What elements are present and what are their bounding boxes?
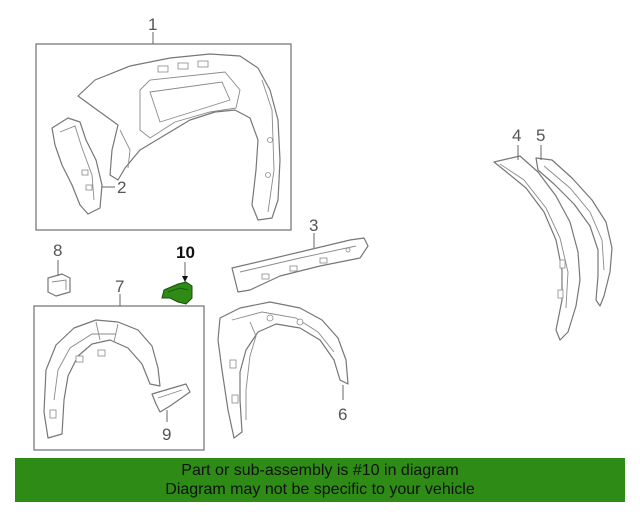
callout-8[interactable]: 8: [53, 241, 62, 260]
banner-line-2: Diagram may not be specific to your vehi…: [165, 481, 475, 498]
part-5-outer-pillar[interactable]: [535, 157, 613, 307]
part-6-wheelhouse-outer[interactable]: [217, 301, 349, 439]
part-8-bracket[interactable]: [47, 273, 71, 297]
info-banner: Part or sub-assembly is #10 in diagram D…: [15, 458, 625, 502]
callout-5[interactable]: 5: [536, 126, 545, 145]
part-4-inner-pillar[interactable]: [493, 155, 581, 341]
parts-diagram: 1 2 3 4: [33, 15, 613, 451]
banner-line-1: Part or sub-assembly is #10 in diagram: [181, 462, 459, 479]
part-9-gusset[interactable]: [151, 383, 191, 413]
callout-3[interactable]: 3: [309, 216, 318, 235]
group-box-7: [33, 305, 205, 451]
group-box-1: [35, 43, 292, 231]
part-3-rail-panel[interactable]: [231, 237, 369, 293]
part-2-pillar-reinforcement[interactable]: [51, 117, 103, 215]
callout-6[interactable]: 6: [338, 405, 347, 424]
part-1-quarter-inner-panel[interactable]: [77, 53, 281, 221]
part-10-highlighted-bracket[interactable]: [161, 281, 193, 305]
part-7-wheelhouse-inner[interactable]: [43, 319, 161, 439]
callout-4[interactable]: 4: [512, 126, 521, 145]
callout-10[interactable]: 10: [176, 243, 195, 262]
callout-9[interactable]: 9: [162, 425, 171, 444]
callout-1[interactable]: 1: [148, 15, 157, 34]
callout-2[interactable]: 2: [117, 178, 126, 197]
callout-7[interactable]: 7: [115, 277, 124, 296]
